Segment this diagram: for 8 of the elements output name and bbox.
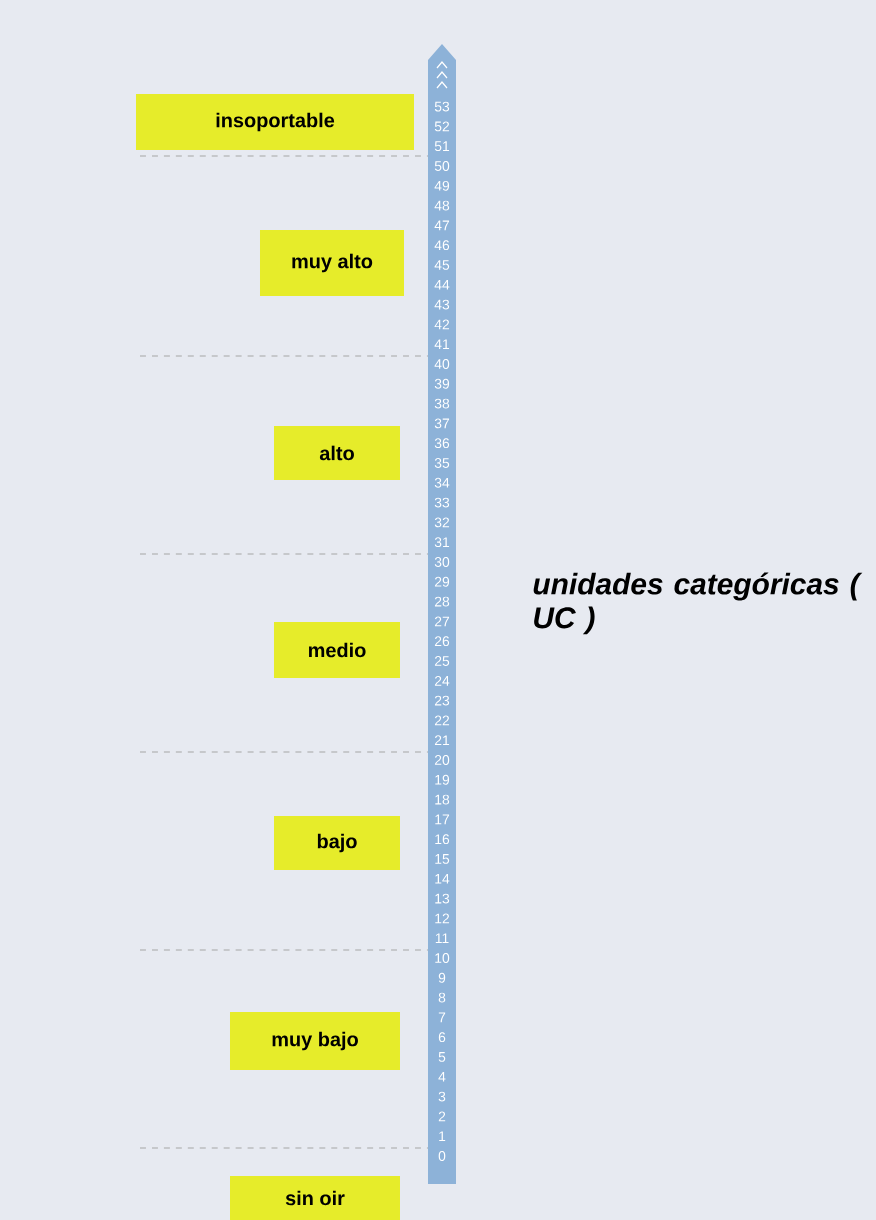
axis-title: unidades categóricas ( UC ) xyxy=(533,572,863,635)
level-box: bajo xyxy=(274,816,400,870)
level-box: medio xyxy=(274,622,400,678)
level-box: insoportable xyxy=(136,94,414,150)
level-box: muy bajo xyxy=(230,1012,400,1070)
level-box: sin oir xyxy=(230,1176,400,1220)
level-box: muy alto xyxy=(260,230,404,296)
level-box: alto xyxy=(274,426,400,480)
